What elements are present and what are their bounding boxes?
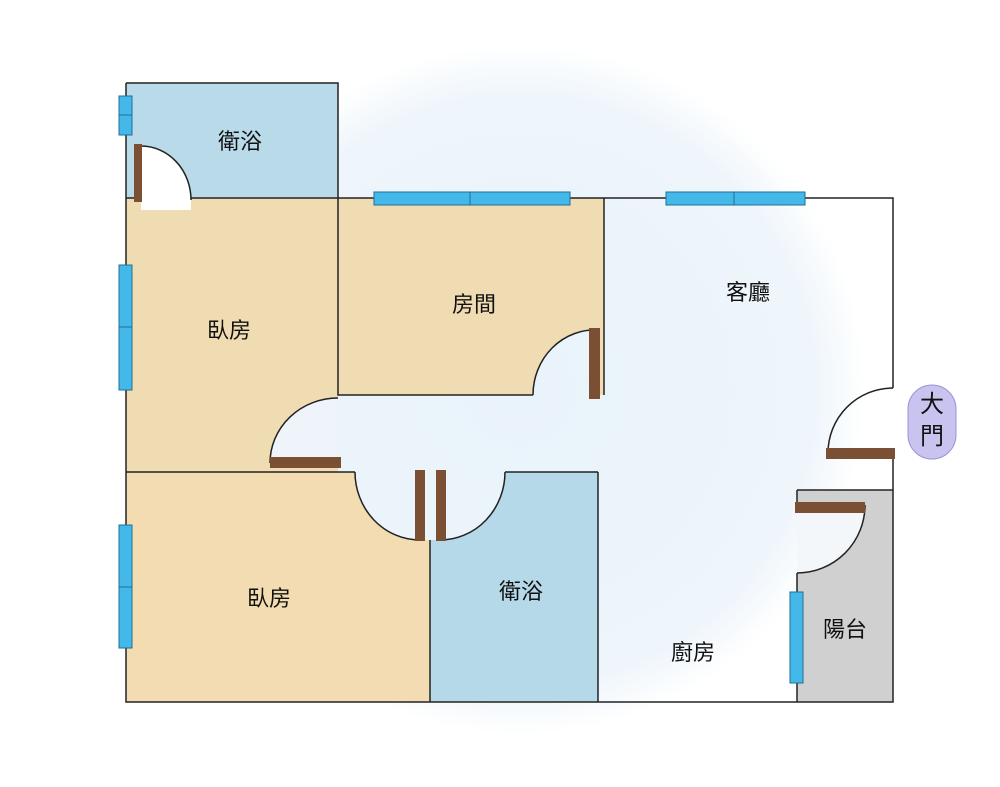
label-room: 房間 [452, 293, 496, 318]
label-living: 客廳 [726, 281, 770, 306]
room-room [338, 198, 604, 395]
label-balcony: 陽台 [823, 618, 867, 643]
doors [134, 144, 895, 541]
label-bedroom-top: 臥房 [207, 319, 251, 344]
bath-bottom-room [430, 472, 598, 702]
windows [118, 95, 806, 684]
entrance-badge: 大 門 [907, 384, 957, 460]
label-bath-top: 衛浴 [218, 130, 262, 155]
entrance-char-1: 大 [920, 390, 944, 418]
label-kitchen: 廚房 [671, 641, 715, 666]
label-bedroom-bottom: 臥房 [247, 587, 291, 612]
label-bath-bottom: 衛浴 [499, 580, 543, 605]
bedroom-bottom-room [126, 472, 430, 702]
entrance-char-2: 門 [920, 422, 944, 450]
